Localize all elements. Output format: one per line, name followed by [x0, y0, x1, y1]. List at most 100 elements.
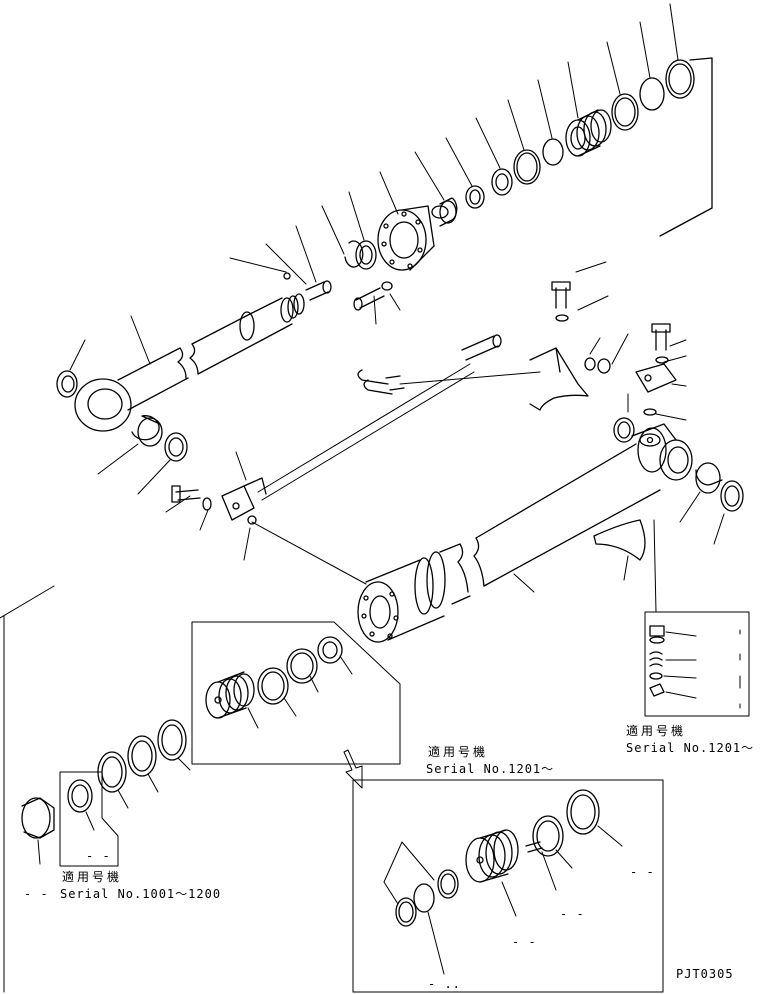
u-bolt-threads — [385, 375, 405, 391]
pipe-flange-top — [243, 477, 267, 495]
check-valve-box — [644, 611, 750, 717]
detail-groove-3 — [233, 673, 255, 707]
head-seal — [355, 240, 377, 270]
tube-neck — [365, 559, 445, 641]
port-block-washer — [655, 356, 669, 364]
serial-1201-label-right: Serial No.1201〜 — [626, 741, 755, 755]
valve-plug — [649, 625, 665, 637]
piston-ring-inner — [614, 97, 636, 127]
box-groove-2 — [485, 831, 513, 875]
pipe-fitting — [461, 335, 499, 361]
head-bolt-holes — [381, 211, 423, 269]
set-screw — [305, 281, 329, 301]
dash-marker-5: - - — [512, 935, 537, 949]
bracket-washer — [555, 314, 569, 322]
tube-flange — [357, 581, 399, 643]
piston-nut-hex — [21, 797, 55, 839]
tube-bushing — [695, 469, 723, 486]
dash-marker-4: - - — [560, 907, 585, 921]
piston-nut-ring-inner — [668, 63, 692, 95]
tube-collar-2 — [426, 551, 446, 609]
steel-ball — [283, 272, 291, 280]
tube-bushing-face — [695, 462, 721, 494]
piston-ring — [611, 93, 639, 131]
top-leader-lines — [69, 3, 679, 495]
pipe-flange-block — [221, 485, 255, 521]
piston-nut-ring — [665, 59, 695, 99]
drawing-code: PJT0305 — [676, 967, 734, 981]
box-ring-1-inner — [536, 820, 560, 852]
head-seal-inner — [359, 245, 373, 265]
piston-detail-frame — [191, 621, 401, 765]
o-ring-1 — [542, 138, 564, 166]
tube-eye-bore — [667, 446, 689, 474]
detail-nut — [317, 636, 343, 664]
clamp-leader — [399, 371, 541, 385]
box-piston-face — [465, 837, 495, 883]
tube-flange-bore — [369, 595, 391, 629]
tube-port — [646, 436, 654, 444]
detail-ring-1 — [257, 667, 289, 705]
flange-bolt-head — [171, 485, 181, 503]
bracket-lock-washer — [584, 357, 596, 371]
box-ring-1 — [532, 815, 564, 857]
flange-leader — [251, 521, 367, 585]
port-block-bolt — [655, 329, 667, 351]
tube-body — [475, 443, 661, 587]
piston-nut — [21, 797, 51, 839]
lower-ring-1-inner — [101, 756, 123, 788]
tube-start — [439, 543, 471, 605]
piston-detail-box — [191, 621, 401, 765]
detail-groove-2 — [225, 675, 249, 711]
head-bushing-face — [439, 200, 457, 224]
set-screw-tip — [322, 280, 332, 294]
box-o-ring-1 — [437, 869, 459, 899]
pipe-bracket — [529, 347, 589, 411]
rod-pin-seal-inner — [168, 437, 184, 457]
piston-groove-1 — [576, 115, 600, 151]
tube-pin-seal-inner — [724, 485, 740, 507]
applicable-models-label-right: 適用号機 — [626, 724, 687, 738]
tube-break-right — [473, 537, 485, 587]
tube-flange-holes — [361, 591, 399, 639]
box-ring-2-inner — [570, 794, 596, 830]
head-boss — [431, 205, 449, 219]
rod-thread-2 — [287, 295, 299, 319]
applicable-models-label-left: 適用号機 — [62, 870, 123, 884]
piston-groove-3 — [590, 109, 612, 143]
port-block-hole — [644, 374, 652, 382]
head-seal-chain — [439, 138, 564, 227]
tube-collar-1 — [414, 557, 434, 615]
wear-ring-1-inner — [516, 152, 538, 182]
u-bolt-clamp — [357, 369, 393, 395]
lower-seal-ring — [67, 779, 93, 813]
rod-thread-1 — [280, 297, 294, 323]
valve-plug-base — [649, 636, 665, 644]
piping — [171, 281, 677, 585]
head-bolt — [355, 287, 385, 309]
rod-neck — [249, 297, 293, 341]
tube-pin-seal — [720, 480, 744, 512]
port-block — [635, 363, 677, 393]
lower-left-bracket — [0, 585, 55, 619]
rod-dust-seal-inner — [61, 375, 75, 393]
head-bolt-washer — [381, 281, 393, 291]
port-block-bolt-head — [651, 323, 671, 333]
box-ring-bracket — [383, 841, 435, 883]
rod-shoulder — [239, 311, 255, 341]
flange-washer — [202, 497, 212, 511]
rod-bushing-face — [137, 417, 163, 447]
piston-rod-assembly — [56, 272, 332, 462]
dash-marker-1: - - — [24, 887, 49, 901]
snap-ring — [344, 240, 364, 268]
port-block-o-ring — [643, 408, 657, 416]
box-o-ring-1-inner — [440, 873, 456, 895]
rod-break-right — [189, 343, 199, 375]
rod-bushing — [131, 415, 161, 441]
piston-groove-2 — [583, 111, 607, 147]
rod-packing — [465, 185, 485, 209]
piston — [565, 59, 695, 157]
detail-ring-2 — [286, 648, 318, 684]
